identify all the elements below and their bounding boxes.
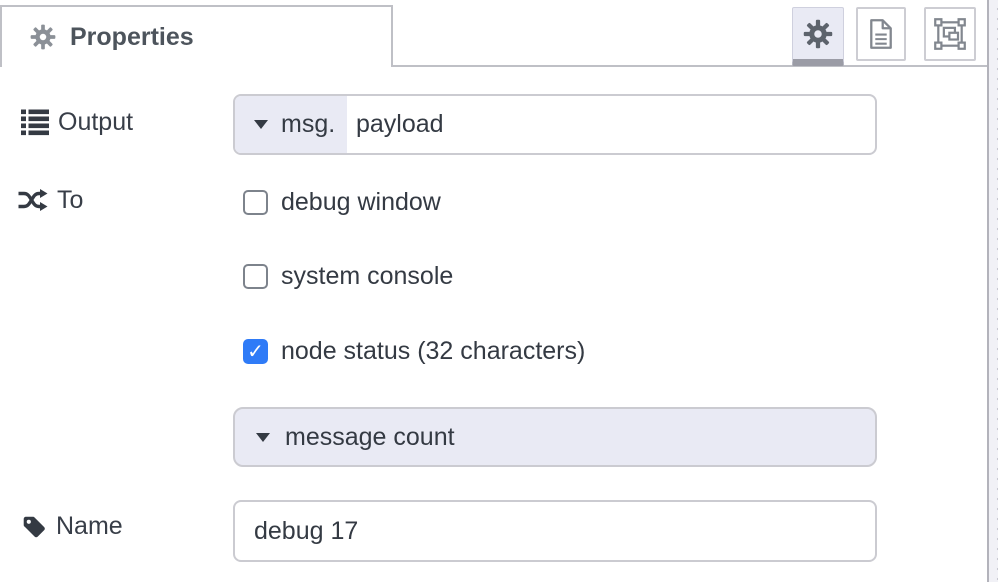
node-status-option[interactable]: ✓ node status (32 characters) <box>243 337 585 366</box>
node-status-type-value: message count <box>285 422 455 451</box>
output-typed-input: msg. payload <box>233 94 877 155</box>
tab-properties[interactable]: Properties <box>0 5 393 67</box>
output-type-dropdown[interactable]: msg. <box>235 96 347 153</box>
gear-icon <box>803 19 833 49</box>
to-label: To <box>17 186 83 215</box>
output-label: Output <box>21 108 133 137</box>
tab-baseline <box>393 65 988 67</box>
tab-title: Properties <box>70 22 194 51</box>
node-properties-button[interactable] <box>792 7 844 66</box>
to-label-text: To <box>57 186 84 214</box>
node-description-button[interactable] <box>856 7 906 61</box>
node-status-type-select[interactable]: message count <box>233 407 877 467</box>
system-console-checkbox[interactable]: ✓ <box>243 264 268 289</box>
chevron-down-icon <box>254 120 268 129</box>
tag-icon <box>21 514 47 540</box>
shuffle-icon <box>17 188 48 213</box>
debug-window-option[interactable]: ✓ debug window <box>243 188 441 217</box>
name-label-text: Name <box>56 512 123 540</box>
node-status-checkbox[interactable]: ✓ <box>243 339 268 364</box>
document-icon <box>867 18 895 50</box>
chevron-down-icon <box>256 432 270 442</box>
output-property-input[interactable]: payload <box>347 96 444 153</box>
output-type-prefix: msg. <box>281 110 336 138</box>
debug-window-label: debug window <box>281 188 441 216</box>
check-icon: ✓ <box>247 340 264 363</box>
name-input[interactable] <box>233 500 877 562</box>
appearance-icon <box>934 18 966 50</box>
list-icon <box>21 109 49 136</box>
system-console-label: system console <box>281 262 454 290</box>
debug-window-checkbox[interactable]: ✓ <box>243 190 268 215</box>
output-property-value: payload <box>356 110 444 138</box>
system-console-option[interactable]: ✓ system console <box>243 262 453 291</box>
gear-icon <box>30 24 56 50</box>
node-appearance-button[interactable] <box>924 7 976 61</box>
workspace-edge <box>987 0 998 582</box>
node-status-label: node status (32 characters) <box>281 337 586 365</box>
name-label: Name <box>21 512 123 541</box>
output-label-text: Output <box>58 108 134 136</box>
